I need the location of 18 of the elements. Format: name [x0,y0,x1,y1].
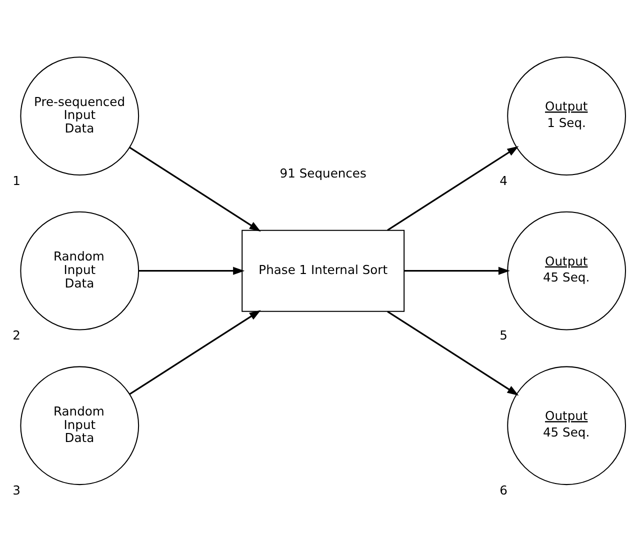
arrow [129,146,261,232]
node-circle: Pre-sequenced Input Data [20,56,140,176]
node-label: 1 [12,174,21,188]
arrow [129,310,261,395]
node-box: Phase 1 Internal Sort [242,230,405,312]
arrow [387,146,519,231]
node-label: 3 [12,483,21,498]
node-circle: Random Input Data [20,211,140,330]
node-label: 6 [500,483,508,498]
label: 91 Sequences [280,166,366,181]
node-label: 4 [500,174,508,188]
arrow [138,266,245,275]
arrow [387,310,519,396]
node-circle: Output 45 Seq. [507,211,626,330]
node-label: 5 [500,328,508,343]
node-label: 2 [12,328,21,343]
arrow [404,266,510,275]
node-circle: Random Input Data [20,366,140,486]
